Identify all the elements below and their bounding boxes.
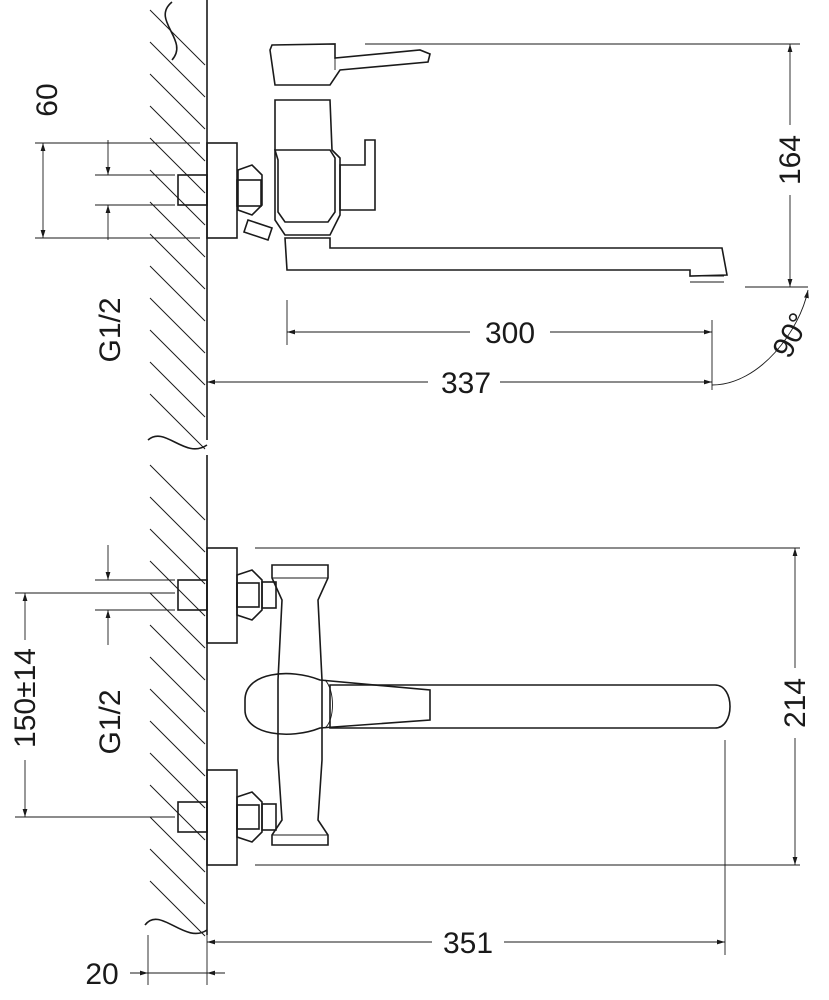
hatch-line [149, 528, 206, 585]
dimensions-top: 60 G1/2 164 300 337 90° [31, 43, 817, 400]
wall-break-top [164, 1, 178, 61]
dim-214-label: 214 [779, 678, 812, 728]
wall-hatching [149, 9, 206, 937]
hatch-line [149, 816, 206, 873]
connector-upper [261, 581, 277, 609]
hatch-line [149, 265, 206, 322]
hatch-line [149, 297, 206, 354]
hatch-line [149, 688, 206, 745]
hatch-line [149, 329, 206, 386]
spout-side [284, 237, 728, 277]
lever-neck [324, 679, 333, 729]
hatch-line [149, 624, 206, 681]
wall-break-bottom [144, 918, 208, 935]
hatch-line [149, 880, 206, 937]
hatch-line [149, 848, 206, 905]
wall-section [144, 0, 208, 937]
dim-300-label: 300 [485, 317, 535, 350]
faucet-side-view [177, 43, 728, 283]
lever-handle-top [244, 672, 431, 736]
hatch-line [149, 73, 206, 130]
inlet-stub-top [177, 174, 208, 206]
hex-nut-lower [236, 791, 263, 843]
angle-arc [711, 289, 809, 386]
wall-break-mid [147, 435, 208, 450]
connector-lower [261, 803, 277, 831]
lever-handle-side [269, 43, 431, 86]
dim-164-gap [775, 125, 805, 195]
inlet-stub-upper [177, 579, 208, 611]
hatch-line [149, 201, 206, 258]
dim-214-gap [780, 668, 810, 738]
eccentric-lower [236, 804, 260, 830]
dim-351-label: 351 [443, 927, 493, 960]
inlet-stub-lower [177, 801, 208, 833]
hatch-line [149, 592, 206, 649]
thread-label-top: G1/2 [94, 297, 127, 362]
hatch-line [149, 137, 206, 194]
thread-label-bottom: G1/2 [94, 689, 127, 754]
dim-337-gap [428, 362, 500, 398]
mixer-body-top [271, 564, 329, 846]
cartridge-box [339, 139, 376, 211]
hatch-line [149, 41, 206, 98]
wall-flange-upper [206, 547, 238, 644]
faucet-top-view [177, 547, 731, 866]
hatch-line [149, 361, 206, 418]
hatch-line [149, 496, 206, 553]
wall-flange-lower [206, 769, 238, 866]
hatch-line [149, 464, 206, 521]
mixer-body-side [274, 99, 341, 236]
hatch-line [149, 656, 206, 713]
body-housing [273, 149, 336, 223]
dimensions-bottom: 150±14 G1/2 214 351 20 [8, 545, 812, 991]
hatch-line [149, 720, 206, 777]
dim-60-label: 60 [31, 83, 64, 116]
dim-300-gap [470, 312, 550, 348]
dim-20-label: 20 [85, 958, 118, 991]
eccentric-top [236, 179, 262, 207]
angle-label: 90° [766, 308, 816, 364]
diverter-knob [242, 218, 274, 242]
hex-nut-upper [236, 569, 263, 621]
eccentric-upper [236, 582, 260, 608]
hatch-line [149, 9, 206, 66]
dim-337-label: 337 [441, 367, 491, 400]
wall-flange-top [206, 142, 238, 239]
hatch-line [149, 752, 206, 809]
hatch-line [149, 393, 206, 450]
hatch-line [149, 105, 206, 162]
hex-nut-top [237, 164, 263, 216]
spout-top [329, 684, 731, 729]
hatch-line [149, 233, 206, 290]
dim-150-gap [8, 640, 43, 760]
dim-150-label: 150±14 [9, 648, 42, 748]
dim-164-label: 164 [774, 135, 807, 185]
dim-351-gap [432, 922, 504, 958]
